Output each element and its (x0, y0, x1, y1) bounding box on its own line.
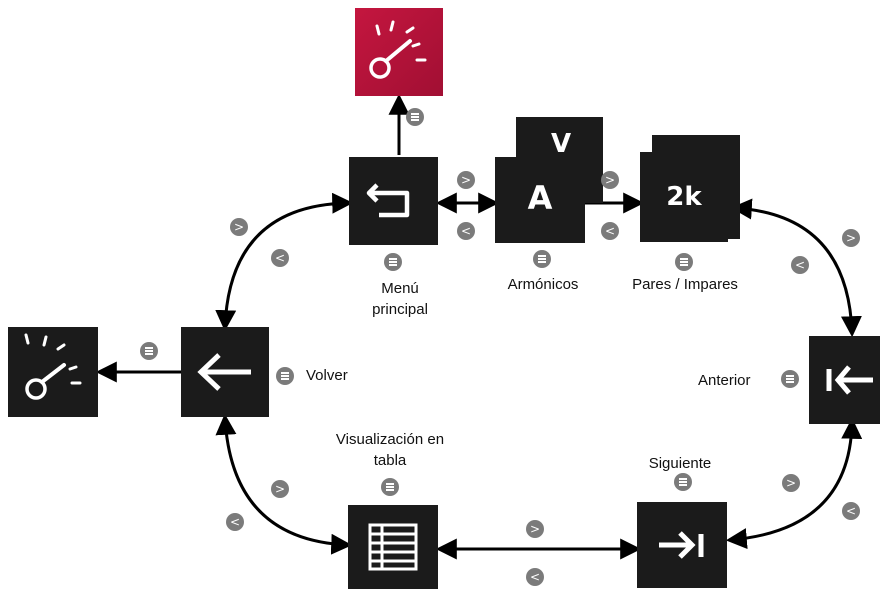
next-button-back-volver[interactable]: > (230, 218, 248, 236)
gauge-icon (369, 20, 427, 79)
pares-label: Pares / Impares (632, 276, 738, 293)
home-dial-tile[interactable] (8, 327, 98, 417)
armonicos-back-letter: V (550, 129, 572, 159)
prev-button-back-volver[interactable]: < (271, 249, 289, 267)
pares-tile[interactable]: 2k (640, 152, 728, 242)
menu-principal-menu-button[interactable] (384, 253, 402, 271)
next-button-tabla-siguiente[interactable]: > (526, 520, 544, 538)
anterior-menu-button[interactable] (781, 370, 799, 388)
tabla-label-line1: Visualización en (335, 431, 445, 448)
curve-back-volver (215, 192, 354, 332)
volver-tile[interactable] (181, 327, 269, 417)
left-arrow-icon (197, 353, 251, 391)
volver-menu-button[interactable] (276, 367, 294, 385)
volver-label: Volver (306, 367, 348, 384)
anterior-tile[interactable] (809, 336, 880, 424)
home-tile[interactable] (355, 8, 443, 96)
gauge-icon (24, 333, 82, 400)
prev-button-volver-tabla[interactable]: < (226, 513, 244, 531)
armonicos-front-letter: A (527, 179, 553, 217)
return-arrow-icon (366, 183, 410, 218)
prev-button-tabla-siguiente[interactable]: < (526, 568, 544, 586)
volver-to-home-menu-button[interactable] (140, 342, 158, 360)
menu-principal-label-line1: Menú (381, 280, 419, 297)
pares-menu-button[interactable] (675, 253, 693, 271)
home-menu-button[interactable] (406, 108, 424, 126)
next-button-arm-pares[interactable]: > (601, 171, 619, 189)
next-button-back-arm[interactable]: > (457, 171, 475, 189)
curve-anterior-pares (730, 198, 862, 338)
curve-volver-tabla (215, 413, 353, 555)
siguiente-label: Siguiente (648, 455, 712, 472)
anterior-label: Anterior (698, 372, 751, 389)
menu-principal-label-line2: principal (372, 301, 428, 318)
siguiente-tile[interactable] (637, 502, 727, 588)
previous-icon (826, 365, 873, 395)
table-icon (368, 523, 418, 571)
next-icon (659, 531, 704, 559)
curve-siguiente-anterior (725, 417, 863, 550)
tabla-tile[interactable] (348, 505, 438, 589)
pares-icon-text: 2k (666, 182, 702, 212)
tabla-menu-button[interactable] (381, 478, 399, 496)
armonicos-label: Armónicos (507, 276, 579, 293)
tabla-label-line2: tabla (373, 452, 407, 469)
armonicos-menu-button[interactable] (533, 250, 551, 268)
next-button-volver-tabla[interactable]: > (271, 480, 289, 498)
prev-button-arm-pares[interactable]: < (601, 222, 619, 240)
siguiente-menu-button[interactable] (674, 473, 692, 491)
prev-button-back-arm[interactable]: < (457, 222, 475, 240)
menu-principal-tile[interactable] (349, 157, 438, 245)
armonicos-tile[interactable]: A (495, 157, 585, 243)
next-button-siguiente-anterior[interactable]: > (782, 474, 800, 492)
prev-button-anterior-pares[interactable]: < (791, 256, 809, 274)
next-button-anterior-pares[interactable]: > (842, 229, 860, 247)
prev-button-siguiente-anterior[interactable]: < (842, 502, 860, 520)
